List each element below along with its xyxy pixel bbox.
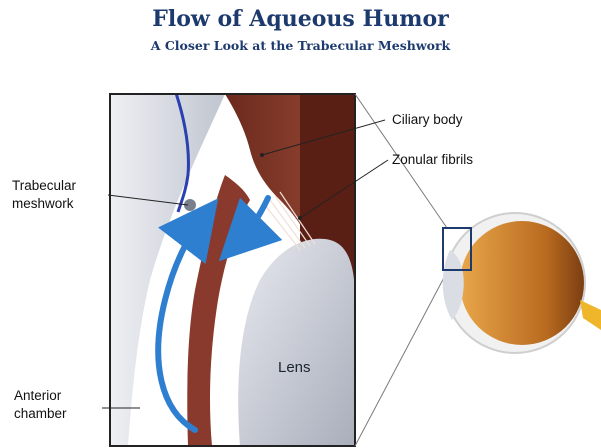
whole-eye	[443, 213, 601, 353]
label-zonular-fibrils: Zonular fibrils	[392, 152, 473, 168]
label-anterior-chamber-l1: Anterior	[14, 388, 61, 404]
label-trabecular-meshwork-l1: Trabecular	[12, 178, 76, 194]
optic-nerve-shape	[580, 300, 601, 330]
label-ciliary-body: Ciliary body	[392, 112, 463, 128]
zoom-connector-bottom	[355, 270, 448, 446]
zoom-detail	[110, 90, 355, 446]
label-anterior-chamber-l2: chamber	[14, 406, 67, 422]
label-trabecular-meshwork-l2: meshwork	[12, 196, 74, 212]
label-lens: Lens	[278, 360, 311, 376]
